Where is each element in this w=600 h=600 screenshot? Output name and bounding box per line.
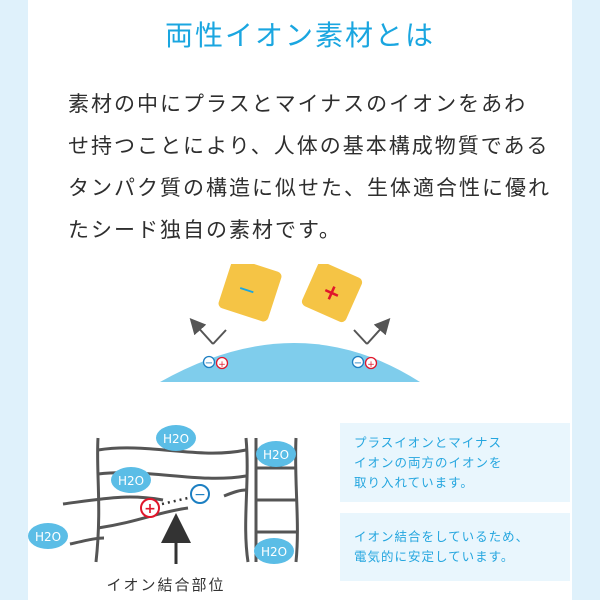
ionic-bond [161, 496, 189, 506]
info-line: 電気的に安定しています。 [354, 549, 515, 564]
right-arrow-icon [353, 318, 391, 345]
svg-text:H2O: H2O [163, 432, 189, 446]
svg-text:+: + [218, 360, 226, 370]
info-box-both-ions: プラスイオンとマイナス イオンの両方のイオンを 取り入れています。 [340, 423, 570, 502]
lens-surface-illustration: − + − + − + [160, 264, 420, 382]
info-line: 取り入れています。 [354, 475, 474, 490]
right-background-stripe [572, 0, 600, 600]
right-ion-pair: − + [351, 355, 378, 370]
description-line: たシード独自の素材です。 [68, 218, 342, 242]
left-ion-pair: − + [202, 355, 229, 370]
svg-text:−: − [354, 358, 362, 369]
svg-text:+: + [144, 501, 156, 517]
info-line: プラスイオンとマイナス [354, 435, 503, 450]
minus-ion: − [190, 484, 210, 504]
svg-text:−: − [194, 487, 206, 503]
content-panel: 両性イオン素材とは 素材の中にプラスとマイナスのイオンをあわ せ持つことにより、… [28, 0, 572, 600]
water-molecule: H2O [111, 467, 151, 493]
svg-text:−: − [205, 358, 213, 369]
svg-text:H2O: H2O [118, 474, 144, 488]
info-box-ionic-bond: イオン結合をしているため、 電気的に安定しています。 [340, 513, 570, 581]
info-line: イオンの両方のイオンを [354, 455, 503, 470]
water-molecule: H2O [28, 523, 68, 549]
left-background-stripe [0, 0, 28, 600]
description-line: せ持つことにより、人体の基本構成物質である [68, 134, 550, 158]
water-molecule: H2O [256, 441, 296, 467]
water-molecule: H2O [156, 425, 196, 451]
minus-pad: − [218, 264, 282, 322]
description-line: 素材の中にプラスとマイナスのイオンをあわ [68, 92, 528, 116]
svg-text:H2O: H2O [261, 545, 287, 559]
lens-arc [160, 343, 420, 382]
svg-text:H2O: H2O [35, 530, 61, 544]
left-arrow-icon [189, 318, 227, 345]
svg-text:+: + [367, 360, 375, 370]
polymer-network-illustration: H2O H2O H2O H2O H2O + − イオン結合部位 [28, 425, 299, 594]
bond-site-label: イオン結合部位 [106, 576, 225, 594]
description-line: タンパク質の構造に似せた、生体適合性に優れ [68, 176, 551, 200]
svg-text:H2O: H2O [263, 448, 289, 462]
plus-pad: + [301, 264, 363, 323]
page-title: 両性イオン素材とは [164, 19, 435, 52]
description: 素材の中にプラスとマイナスのイオンをあわ せ持つことにより、人体の基本構成物質で… [68, 83, 551, 251]
info-line: イオン結合をしているため、 [354, 529, 530, 544]
plus-ion: + [140, 498, 160, 518]
water-molecule: H2O [254, 538, 294, 564]
